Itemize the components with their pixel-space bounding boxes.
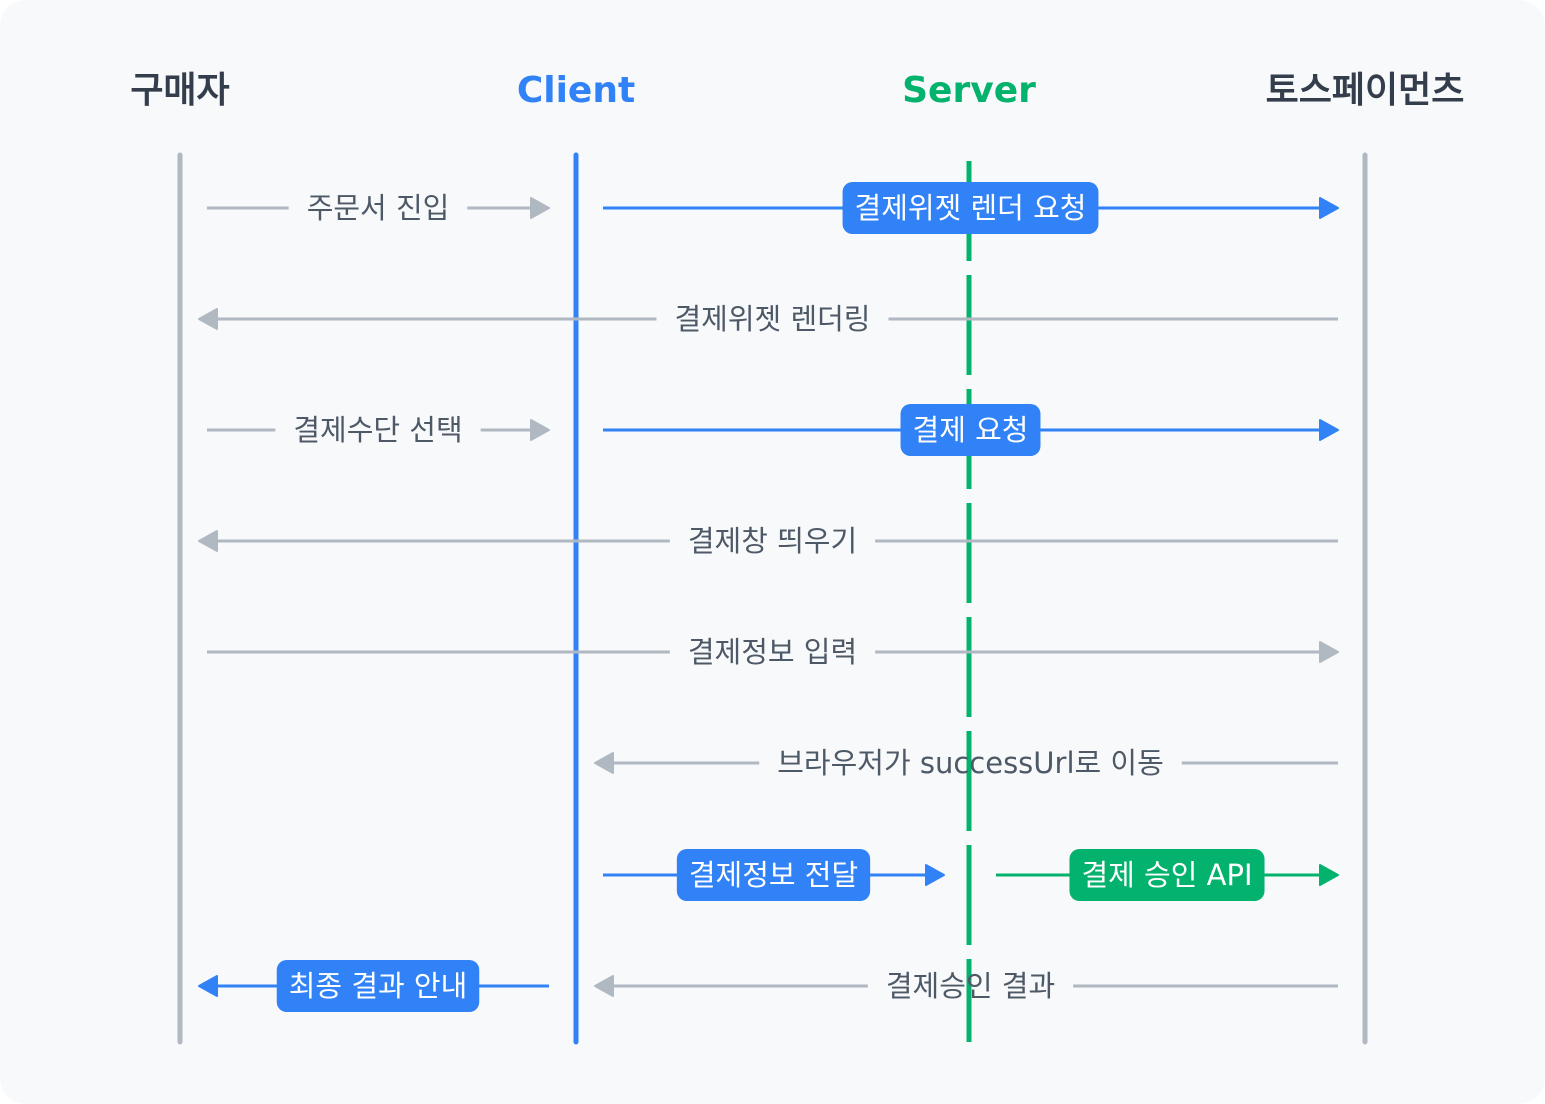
message-label: 결제정보 입력 xyxy=(688,635,857,669)
arrowhead-icon xyxy=(198,975,218,997)
message-label: 결제 요청 xyxy=(913,413,1029,447)
arrowhead-icon xyxy=(594,752,614,774)
message-label: 브라우저가 successUrl로 이동 xyxy=(777,746,1164,780)
arrowhead-icon xyxy=(925,864,945,886)
message-label: 주문서 진입 xyxy=(307,191,450,225)
message-12: 최종 결과 안내 xyxy=(198,960,549,1012)
message-8: 브라우저가 successUrl로 이동 xyxy=(594,746,1338,780)
actor-label-server: Server xyxy=(902,70,1036,111)
message-11: 결제승인 결과 xyxy=(594,969,1338,1003)
arrowhead-icon xyxy=(1319,641,1339,663)
message-label: 결제수단 선택 xyxy=(293,413,462,447)
message-9: 결제정보 전달 xyxy=(603,849,945,901)
message-label: 결제 승인 API xyxy=(1081,858,1252,892)
arrowhead-icon xyxy=(530,419,550,441)
arrowhead-icon xyxy=(198,308,218,330)
message-label: 최종 결과 안내 xyxy=(289,969,468,1003)
message-5: 결제 요청 xyxy=(603,404,1339,456)
arrowhead-icon xyxy=(1319,197,1339,219)
message-1: 주문서 진입 xyxy=(207,191,550,225)
message-label: 결제위젯 렌더 요청 xyxy=(855,191,1087,225)
message-label: 결제창 띄우기 xyxy=(688,524,857,558)
message-7: 결제정보 입력 xyxy=(207,635,1339,669)
arrowhead-icon xyxy=(530,197,550,219)
message-10: 결제 승인 API xyxy=(996,849,1339,901)
arrowhead-icon xyxy=(1319,864,1339,886)
message-6: 결제창 띄우기 xyxy=(198,524,1338,558)
actor-label-buyer: 구매자 xyxy=(130,70,229,111)
message-label: 결제정보 전달 xyxy=(689,858,858,892)
actor-label-client: Client xyxy=(517,70,635,111)
arrowhead-icon xyxy=(594,975,614,997)
actor-label-toss: 토스페이먼츠 xyxy=(1266,70,1465,111)
message-4: 결제수단 선택 xyxy=(207,413,550,447)
message-label: 결제위젯 렌더링 xyxy=(675,302,871,336)
arrowhead-icon xyxy=(1319,419,1339,441)
message-2: 결제위젯 렌더 요청 xyxy=(603,182,1339,234)
message-label: 결제승인 결과 xyxy=(886,969,1055,1003)
arrowhead-icon xyxy=(198,530,218,552)
message-3: 결제위젯 렌더링 xyxy=(198,302,1338,336)
